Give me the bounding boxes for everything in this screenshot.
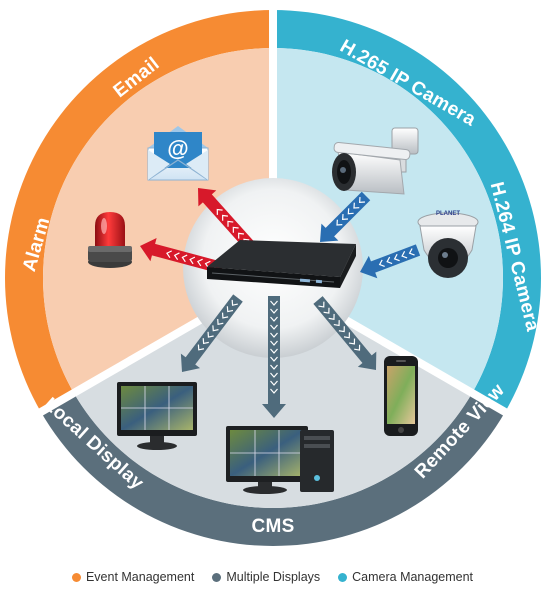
legend-label: Multiple Displays: [226, 570, 321, 584]
legend-dot-camera: [338, 572, 348, 582]
alarm-siren-icon: [88, 212, 132, 268]
legend-dot-event: [71, 572, 81, 582]
outer-ring: [5, 10, 541, 546]
label-cms: CMS: [251, 516, 294, 537]
legend-label: Camera Management: [352, 570, 474, 584]
display-sector-outer: [40, 393, 506, 546]
legend: Event Management Multiple Displays Camer…: [0, 566, 545, 588]
email-at-glyph: @: [167, 136, 188, 161]
legend-dot-displays: [212, 572, 222, 582]
monitor-icon: [117, 382, 197, 450]
arrow-to-monitor: [180, 294, 243, 372]
email-envelope-icon: @: [147, 126, 209, 181]
legend-item-event-management: Event Management: [71, 570, 195, 584]
bullet-camera-icon: [332, 127, 419, 195]
legend-item-multiple-displays: Multiple Displays: [212, 570, 320, 584]
legend-item-camera-management: Camera Management: [338, 570, 473, 584]
arrows: [140, 188, 421, 418]
arrow-from-bullet-camera: [320, 191, 371, 242]
arrow-to-desktop: [262, 296, 286, 418]
legend-label: Event Management: [85, 570, 195, 584]
dome-brand-mark: PLANET: [436, 211, 460, 217]
desktop-computer-icon: [226, 426, 334, 494]
arrow-from-dome-camera: [360, 244, 421, 279]
event-sector-outer: [5, 10, 274, 412]
camera-sector-outer: [273, 10, 541, 412]
nvr-device-icon: [207, 240, 356, 288]
smartphone-icon: [384, 356, 418, 436]
dome-camera-icon: PLANET: [417, 211, 479, 278]
arrow-to-smartphone: [313, 296, 377, 370]
